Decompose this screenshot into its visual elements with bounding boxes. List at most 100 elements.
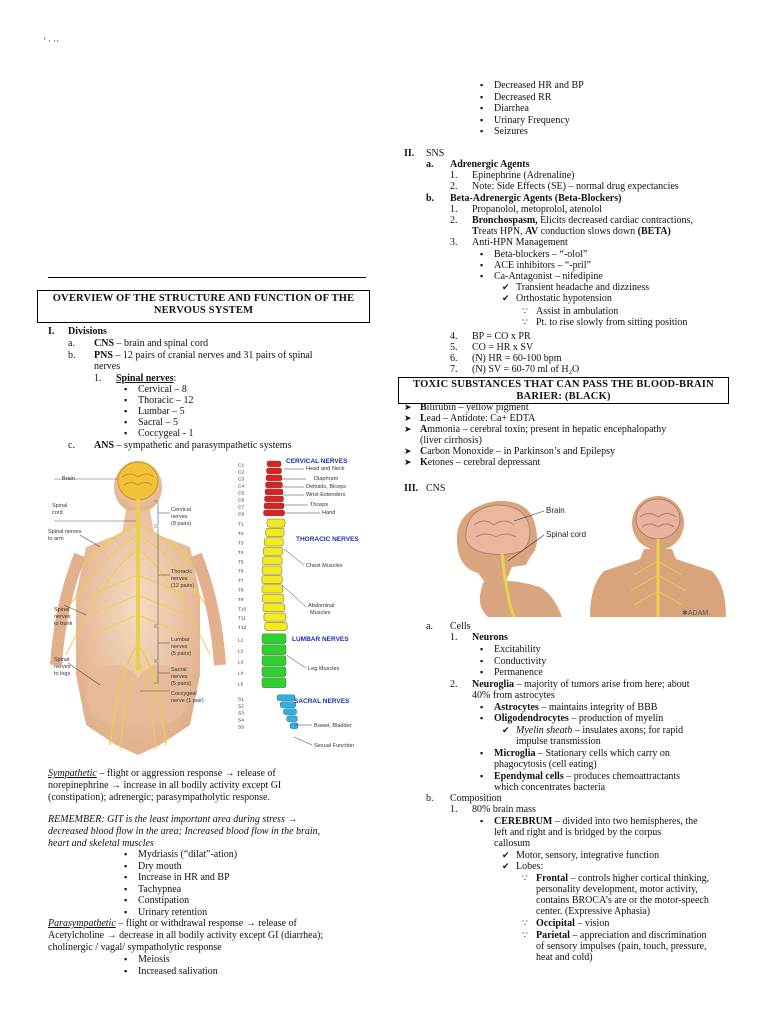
frontal-item-cont: personality development, motor activity,: [536, 884, 698, 895]
divisions-heading: Divisions: [68, 326, 107, 337]
fig2-label: Diaphram: [314, 476, 339, 482]
fig2-label: Triceps: [310, 502, 328, 508]
vertebra: [289, 722, 299, 729]
vertebra: [266, 467, 282, 475]
composition-num: b.: [426, 793, 434, 804]
vertebra: [265, 474, 283, 482]
vertebra: [264, 537, 284, 547]
fig1-label: (5 pairs): [171, 681, 191, 687]
effect-item: Increase in HR and BP: [124, 872, 230, 883]
neuron-item: Permanence: [480, 667, 543, 678]
fig1-label: nerves: [54, 614, 71, 620]
beta-item: Propanolol, metoprolol, atenolol: [472, 204, 602, 215]
vertebra: [264, 495, 284, 503]
fig1-label: nerves: [54, 664, 71, 670]
effect-item: Seizures: [480, 126, 528, 137]
toxic-item: Carbon Monoxide – in Parkinson’s and Epi…: [404, 446, 615, 457]
vertebra: [261, 575, 283, 584]
vertebra: [263, 612, 287, 622]
hpn-item: Ca-Antagonist – nifedipine: [480, 271, 603, 282]
vertebra-level-label: T9: [238, 597, 244, 603]
effect-item: Urinary Frequency: [480, 115, 570, 126]
vertebra: [263, 546, 283, 556]
neuron-item: Excitability: [480, 644, 541, 655]
effect-item: Decreased HR and BP: [480, 80, 584, 91]
sympathetic-line-1: Sympathetic – flight or aggression respo…: [48, 768, 276, 779]
fig1-label-group: Brain Spinal cord Spinal nerves to arm S…: [48, 476, 204, 704]
spinal-num: 1.: [94, 373, 102, 384]
bracket-lines: [54, 478, 170, 692]
pns-num: b.: [68, 350, 76, 361]
fig2-region-group: CERVICAL NERVES THORACIC NERVES LUMBAR N…: [286, 458, 359, 705]
toxic-title-line-1: TOXIC SUBSTANCES THAT CAN PASS THE BLOOD…: [413, 379, 714, 390]
ependymal-item-cont: which concentrates bacteria: [494, 782, 606, 793]
fig1-label: nerves: [171, 674, 188, 680]
hpn-item: Beta-blockers – “-olol”: [480, 249, 587, 260]
vertebra: [276, 694, 296, 701]
cns-section-num: III.: [404, 483, 419, 494]
overview-title-line-1: OVERVIEW OF THE STRUCTURE AND FUNCTION O…: [52, 293, 355, 304]
frontal-item: Frontal – controls higher cortical think…: [522, 873, 709, 884]
formula-num: 5.: [450, 342, 458, 353]
cerebrum-item-cont: callosum: [494, 838, 531, 849]
cns-num: a.: [68, 338, 75, 349]
remember-line-2: decreased blood flow in the area; Increa…: [48, 826, 321, 837]
parasympathetic-line-3: cholinergic / vagal/ sympatholytic respo…: [48, 942, 222, 953]
fig1-label: Sacral: [171, 667, 187, 673]
fig1-label: (12 pairs): [171, 583, 194, 589]
vertebra: [264, 488, 284, 496]
vertebra-level-label: T7: [238, 578, 244, 584]
vertebra-level-label: L5: [238, 681, 244, 687]
adrenergic-num: a.: [426, 159, 434, 170]
frontal-item-cont: center. (Expressive Aphasia): [536, 906, 651, 917]
vertebra: [265, 481, 283, 489]
effect-item: Tachypnea: [124, 884, 181, 895]
vertebra: [280, 701, 296, 708]
myelin-item-cont: impulse transmission: [516, 736, 601, 747]
vertebra-level-label: T6: [238, 569, 244, 575]
lobes-item: Lobes:: [502, 861, 543, 872]
beta-num-3: 3.: [450, 237, 458, 248]
cerebrum-item: CEREBRUM – divided into two hemispheres,…: [480, 816, 698, 827]
fig2-label: Abdominal: [308, 603, 334, 609]
vertebra: [261, 677, 287, 688]
fig2-label: Deltoids, Biceps: [306, 484, 346, 490]
fig1-label: (8 pairs): [171, 521, 191, 527]
vertebra: [264, 622, 288, 631]
spinal-item: Coccygeal - 1: [124, 428, 193, 439]
fig1-label: to trunk: [54, 621, 73, 627]
vertebra-level-label: S4: [238, 717, 244, 723]
sympathetic-line-3: (constipation); adrenergic; parasympatho…: [48, 792, 270, 803]
microglia-item: Microglia – Stationary cells which carry…: [480, 748, 670, 759]
effect-item: Meiosis: [124, 954, 170, 965]
vertebra-level-label: L3: [238, 659, 244, 665]
vertebra: [261, 633, 287, 644]
ortho-item: Pt. to rise slowly from sitting position: [522, 317, 687, 328]
vertebra-level-label: L4: [238, 670, 244, 676]
beta-num-2: 2.: [450, 215, 458, 226]
fig1-label: to legs: [54, 671, 70, 677]
fig2-label: Bowel, Bladder: [314, 723, 352, 729]
formula-item: BP = CO x PR: [472, 331, 531, 342]
vertebra-level-label: T10: [238, 606, 247, 612]
toxic-item: Ammonia – cerebral toxin; present in hep…: [404, 424, 666, 435]
spinal-segments-figure: C1C2C3C4C5C6C7C8T1T2T3T4T5T6T7T8T9T10T11…: [238, 458, 359, 749]
cerebrum-item-cont: left and right and is bridged by the cor…: [494, 827, 662, 838]
beta-item: Bronchospasm, Elicits decreased cardiac …: [472, 215, 693, 226]
cells-num: a.: [426, 621, 433, 632]
fig1-label: Spinal: [54, 657, 69, 663]
vertebra: [261, 655, 287, 666]
fig1-label: Spinal: [52, 503, 67, 509]
adr-num: 2.: [450, 181, 458, 192]
fig1-label: Cervical: [171, 507, 191, 513]
vertebra: [263, 502, 285, 510]
vertebra: [262, 593, 284, 603]
occipital-item: Occipital – vision: [522, 918, 609, 929]
adr-item: Epinephrine (Adrenaline): [472, 170, 575, 181]
remember-line-1: REMEMBER: GIT is the least important are…: [48, 814, 298, 825]
toxic-item: Bilirubin – yellow pigment: [404, 402, 529, 413]
brain-shape: [117, 461, 159, 501]
frontal-item-cont: contains BROCA’s are or the motor-speech: [536, 895, 709, 906]
adr-num: 1.: [450, 170, 458, 181]
fig1-label: nerves: [171, 644, 188, 650]
